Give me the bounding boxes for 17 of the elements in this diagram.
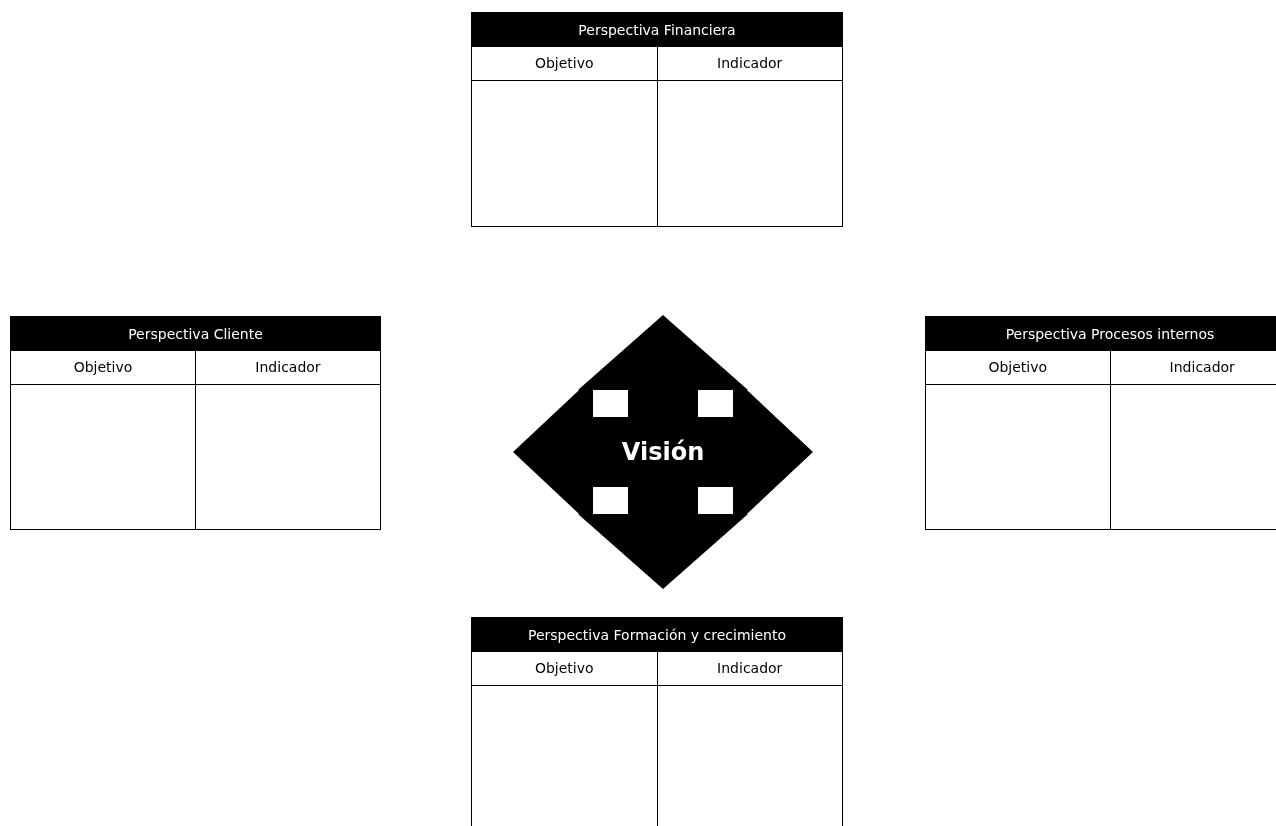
column-header: Objetivo bbox=[534, 54, 594, 73]
table-title: Perspectiva Procesos internos bbox=[926, 317, 1276, 351]
column-header: Objetivo bbox=[534, 659, 594, 678]
scorecard-table bbox=[471, 12, 843, 227]
scorecard-table bbox=[471, 617, 843, 826]
column-header: Objetivo bbox=[988, 358, 1048, 377]
scorecard-table bbox=[925, 316, 1276, 530]
center-label: Visión bbox=[621, 438, 705, 466]
table-title: Perspectiva Financiera bbox=[472, 13, 842, 47]
column-header: Objetivo bbox=[73, 358, 133, 377]
scorecard-table bbox=[10, 316, 381, 530]
column-header: Indicador bbox=[717, 54, 783, 73]
column-header: Indicador bbox=[717, 659, 783, 678]
column-header: Indicador bbox=[255, 358, 321, 377]
column-header: Indicador bbox=[1169, 358, 1235, 377]
table-title: Perspectiva Cliente bbox=[11, 317, 380, 351]
table-title: Perspectiva Formación y crecimiento bbox=[472, 618, 842, 652]
